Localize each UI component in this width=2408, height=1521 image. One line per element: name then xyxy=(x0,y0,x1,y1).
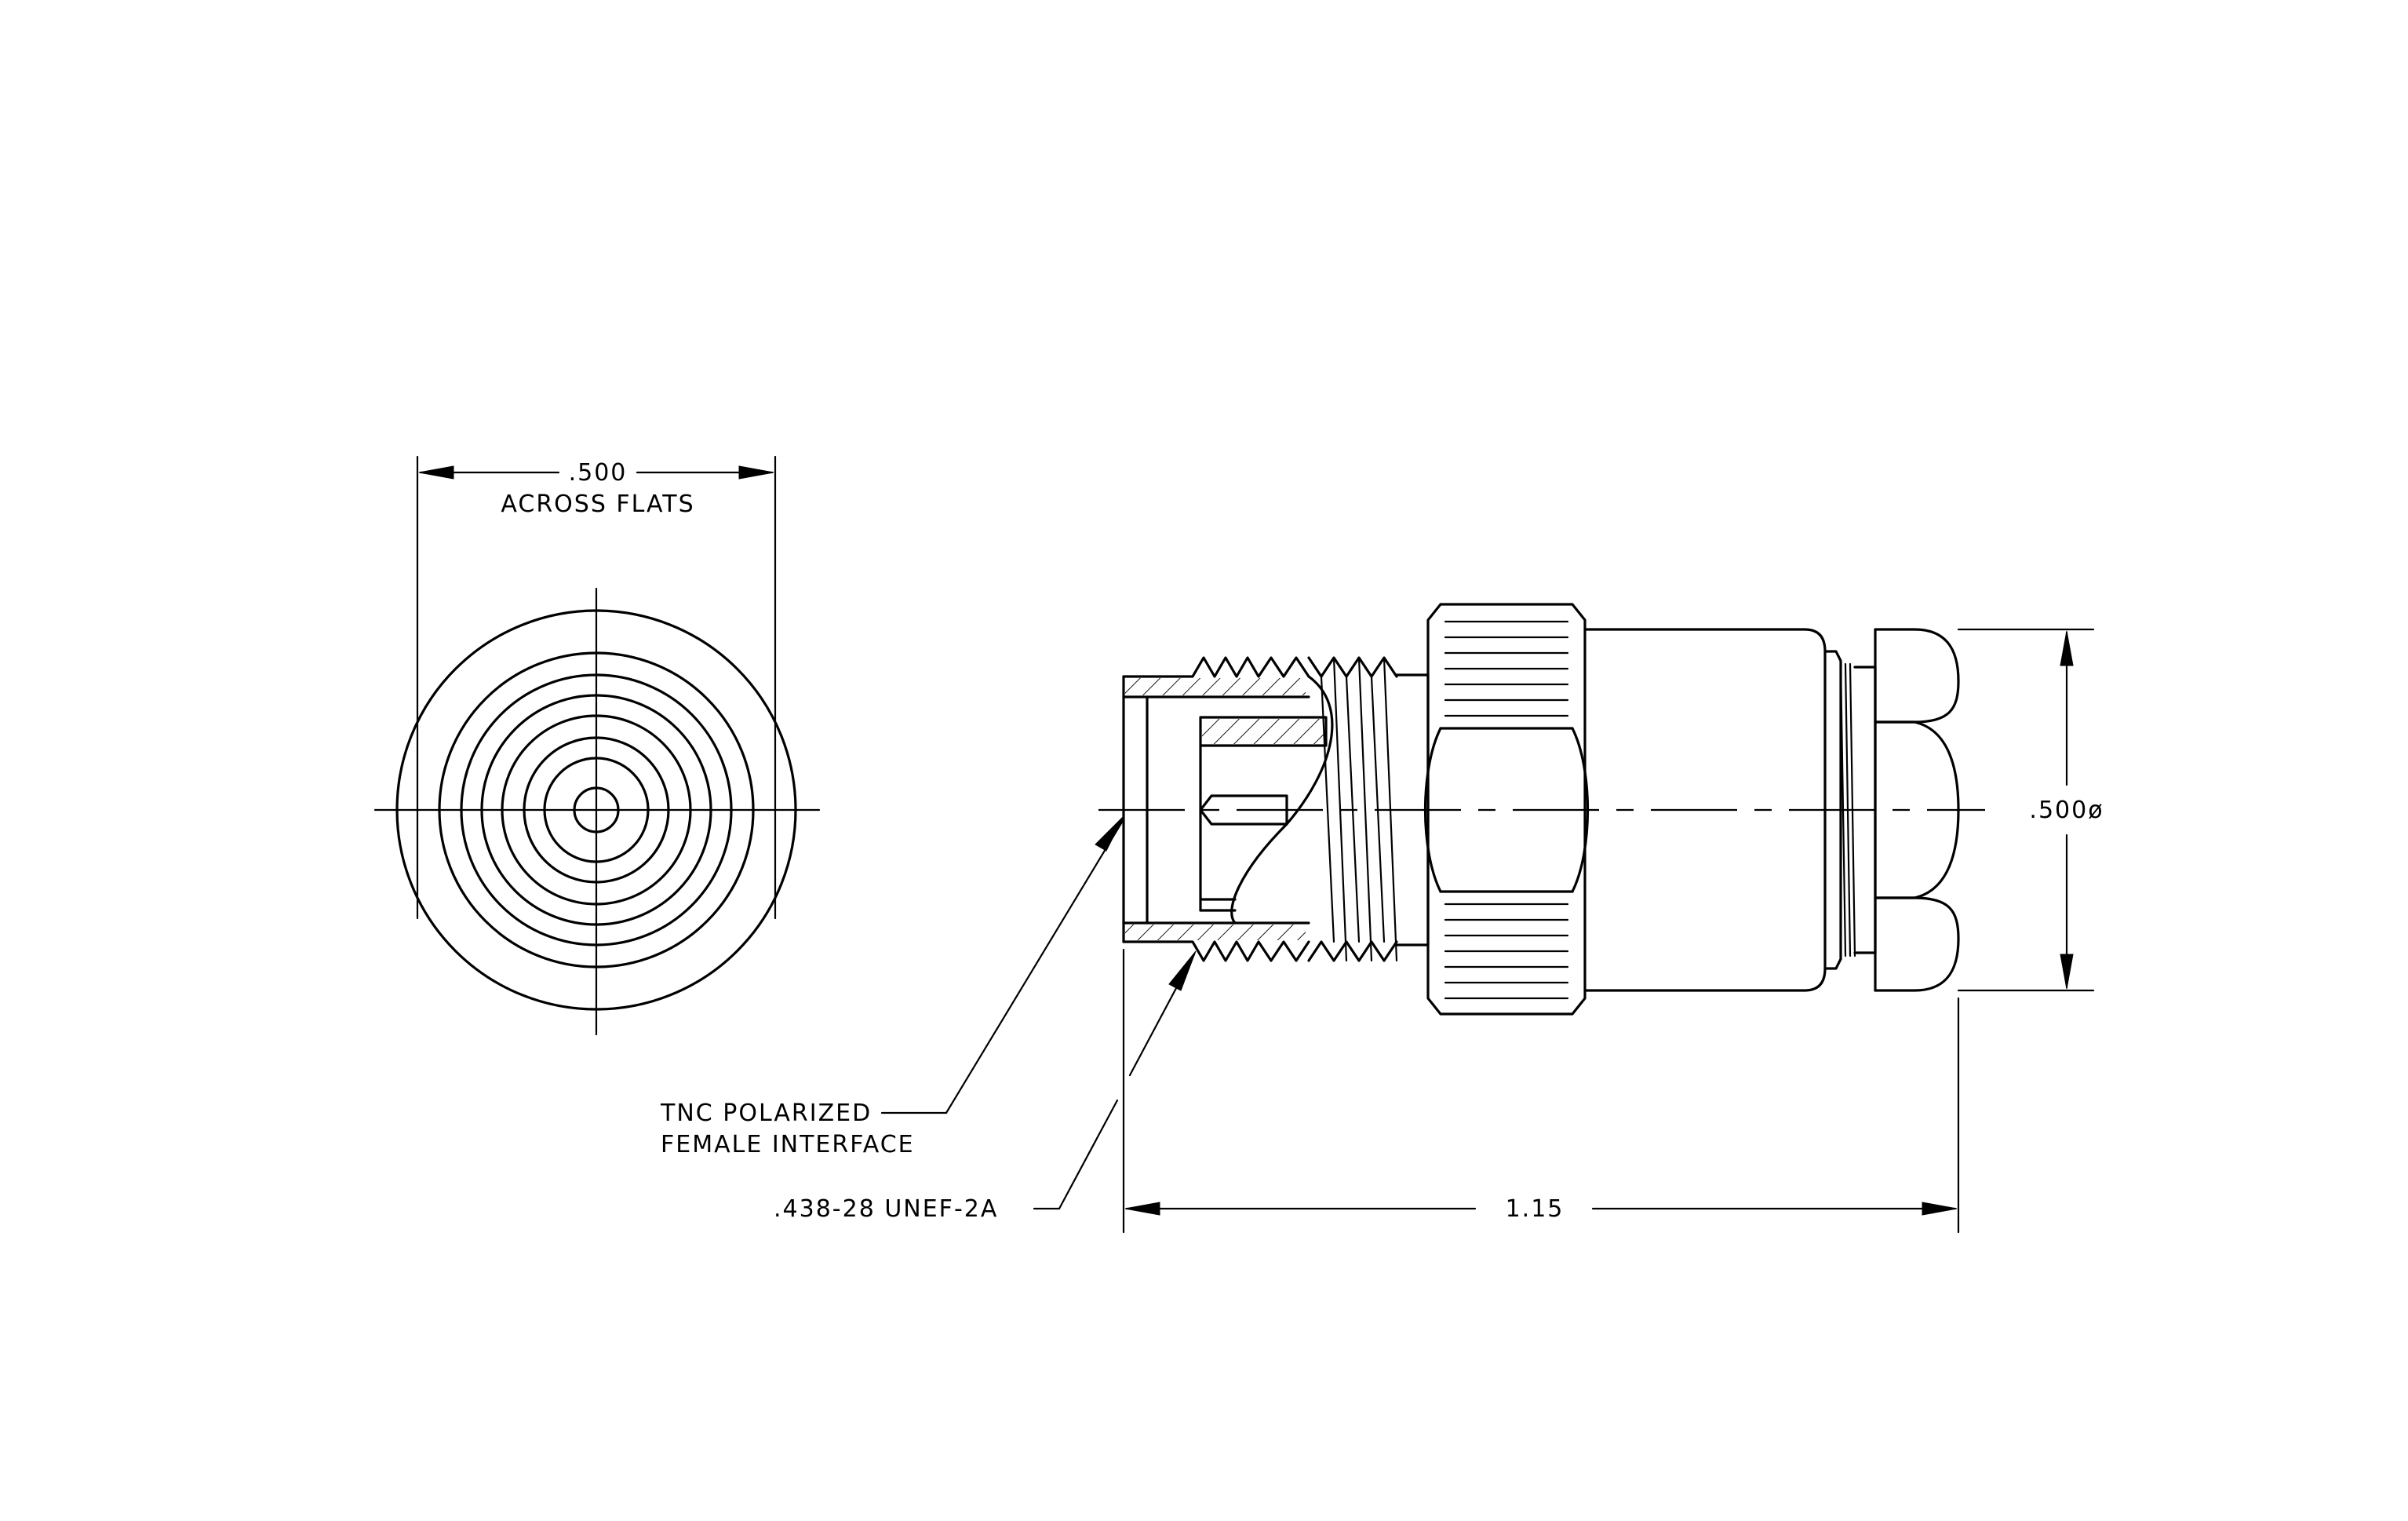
thread-label: .438-28 UNEF-2A xyxy=(774,1195,998,1223)
arrowhead-length-left xyxy=(1124,1202,1160,1216)
across-flats-dimension: .500 ACROSS FLATS xyxy=(416,455,777,920)
length-value: 1.15 xyxy=(1506,1195,1565,1223)
diameter-value: .500ø xyxy=(2029,797,2104,824)
side-view: .500ø 1.15 xyxy=(1098,603,2104,1234)
arrowhead-length-right xyxy=(1922,1202,1958,1216)
arrowhead-thread xyxy=(1168,950,1197,991)
end-view: .500 ACROSS FLATS xyxy=(373,455,821,1036)
length-dimension: 1.15 xyxy=(1122,948,1960,1234)
arrowhead-interface xyxy=(1095,815,1124,852)
coupling-nut xyxy=(1423,603,1590,1016)
across-flats-value: .500 xyxy=(569,459,628,487)
across-flats-note: ACROSS FLATS xyxy=(501,491,694,518)
interface-label-line1: TNC POLARIZED xyxy=(660,1100,872,1127)
arrowhead-up xyxy=(2060,630,2074,666)
arrowhead-right xyxy=(738,465,774,480)
interface-label-line2: FEMALE INTERFACE xyxy=(661,1131,915,1158)
interface-callout: TNC POLARIZED FEMALE INTERFACE xyxy=(660,815,1125,1158)
hex-nut xyxy=(1874,628,1960,992)
arrowhead-left xyxy=(418,465,454,480)
arrowhead-down xyxy=(2060,954,2074,990)
thread-callout: .438-28 UNEF-2A xyxy=(774,950,1197,1223)
interface-section xyxy=(1122,656,1334,962)
diameter-dimension: .500ø xyxy=(1957,628,2104,992)
